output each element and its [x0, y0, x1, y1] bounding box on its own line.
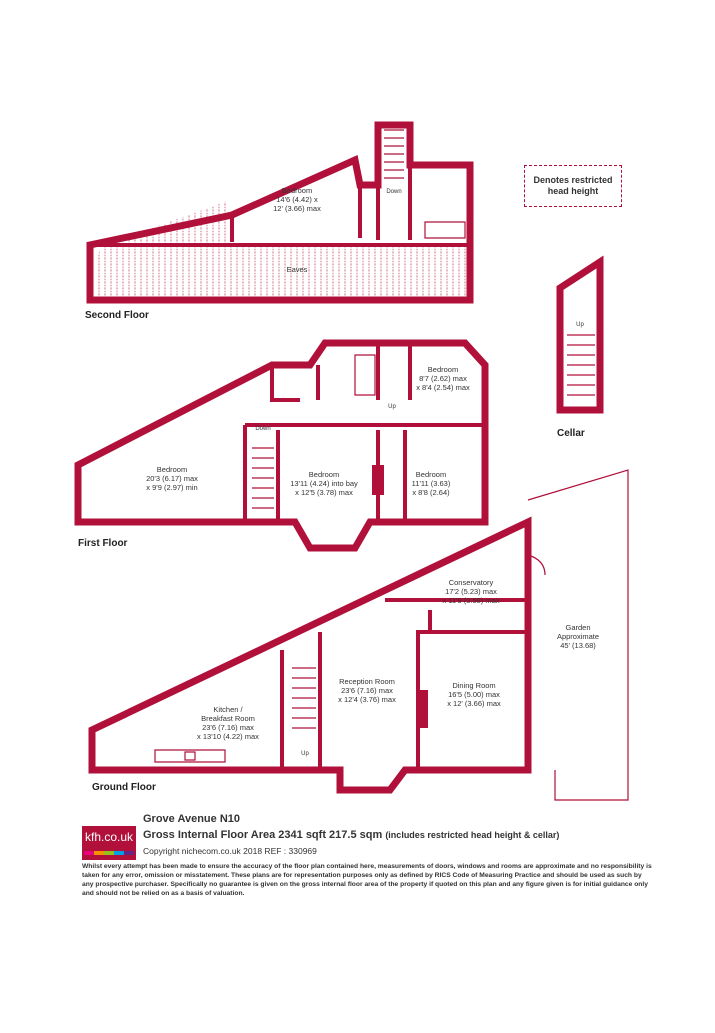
- second-floor-plan: Bedroom 14'6 (4.42) x 12' (3.66) max Eav…: [86, 121, 474, 304]
- second-bedroom-dims1: 14'6 (4.42) x: [276, 195, 318, 204]
- floor-area-text: Gross Internal Floor Area 2341 sqft 217.…: [143, 829, 383, 841]
- first-up-label: Up: [388, 404, 396, 410]
- first-bedroom-top-dims1: 8'7 (2.62) max: [419, 374, 467, 383]
- logo-bar-3: [104, 851, 114, 855]
- second-bedroom-name: Bedroom: [282, 186, 312, 195]
- first-bedroom-top-dims2: x 8'4 (2.54) max: [416, 383, 470, 392]
- floor-area-note: (includes restricted head height & cella…: [385, 830, 560, 840]
- dining-name: Dining Room: [452, 681, 495, 690]
- ground-floor-plan: Up Kitchen / Breakfast Room 23'6 (7.16) …: [88, 469, 629, 801]
- dining-dims1: 16'5 (5.00) max: [448, 690, 500, 699]
- ground-floor-stairs: [292, 667, 316, 729]
- reception-dims1: 23'6 (7.16) max: [341, 686, 393, 695]
- cellar-plan: Up: [556, 255, 604, 414]
- first-bedroom-right-dims2: x 8'8 (2.64): [412, 488, 450, 497]
- garden-name2: Approximate: [557, 632, 599, 641]
- ground-floor-label: Ground Floor: [92, 782, 156, 793]
- first-bedroom-right-name: Bedroom: [416, 470, 446, 479]
- floor-area: Gross Internal Floor Area 2341 sqft 217.…: [143, 829, 559, 841]
- reception-dims2: x 12'4 (3.76) max: [338, 695, 396, 704]
- cellar-stairs: [567, 334, 595, 396]
- logo-bar-2: [94, 851, 104, 855]
- legend-line1: Denotes restricted: [533, 175, 613, 185]
- kitchen-dims1: 23'6 (7.16) max: [202, 723, 254, 732]
- ground-up-label: Up: [301, 751, 309, 757]
- first-bedroom-left-dims2: x 9'9 (2.97) min: [146, 483, 197, 492]
- second-bedroom-dims2: 12' (3.66) max: [273, 204, 321, 213]
- second-down-label: Down: [386, 189, 401, 195]
- ground-floor-outline: [88, 516, 532, 794]
- disclaimer: Whilst every attempt has been made to en…: [82, 863, 652, 897]
- first-bedroom-mid-name: Bedroom: [309, 470, 339, 479]
- conservatory-name: Conservatory: [449, 578, 494, 587]
- conservatory-dims2: x 11'9 (3.58) max: [442, 596, 499, 605]
- first-floor-bath: [354, 354, 376, 396]
- first-chimney: [372, 465, 384, 495]
- logo-bar-5: [124, 851, 134, 855]
- first-bedroom-left-name: Bedroom: [157, 465, 187, 474]
- legend-line2: head height: [547, 186, 599, 196]
- kitchen-dims2: x 13'10 (4.22) max: [197, 732, 259, 741]
- first-floor-label: First Floor: [78, 538, 128, 549]
- first-floor-stairs: [252, 447, 274, 509]
- kitchen-sink: [154, 749, 226, 763]
- ground-chimney: [416, 690, 428, 728]
- restricted-height-legend: Denotes restricted head height: [524, 165, 622, 207]
- cellar-outline: [556, 255, 604, 414]
- dining-dims2: x 12' (3.66) max: [447, 699, 501, 708]
- logo-text: kfh.co.uk: [84, 830, 134, 844]
- first-floor-plan: Down Up Bedroom 20'3 (6.17) max x 9'9 (2…: [74, 339, 489, 552]
- first-bedroom-top-name: Bedroom: [428, 365, 458, 374]
- address: Grove Avenue N10: [143, 813, 241, 825]
- second-floor-inner-walls: [90, 165, 470, 247]
- kfh-logo: kfh.co.uk: [82, 826, 136, 860]
- second-floor-stairs: [384, 129, 404, 179]
- garden-name1: Garden: [565, 623, 590, 632]
- kitchen-name2: Breakfast Room: [201, 714, 255, 723]
- cellar-label: Cellar: [557, 428, 585, 439]
- cellar-up-label: Up: [576, 322, 584, 328]
- copyright: Copyright nichecom.co.uk 2018 REF : 3309…: [143, 846, 317, 856]
- garden-dims: 45' (13.68): [560, 641, 596, 650]
- logo-bar-4: [114, 851, 124, 855]
- second-floor-bath: [424, 221, 466, 239]
- first-bedroom-right-dims1: 11'11 (3.63): [412, 479, 451, 488]
- eaves-hatch: [90, 247, 470, 298]
- first-bedroom-mid-dims1: 13'11 (4.24) into bay: [290, 479, 358, 488]
- second-floor-label: Second Floor: [85, 310, 149, 321]
- kitchen-name1: Kitchen /: [213, 705, 243, 714]
- conservatory-dims1: 17'2 (5.23) max: [445, 587, 497, 596]
- garden-outline: [527, 469, 629, 801]
- second-floor-outline: [86, 121, 474, 304]
- conservatory-door-arc: [527, 554, 546, 576]
- logo-bar-1: [84, 851, 94, 855]
- first-bedroom-left-dims1: 20'3 (6.17) max: [146, 474, 198, 483]
- first-down-label: Down: [255, 426, 270, 432]
- first-bedroom-mid-dims2: x 12'5 (3.78) max: [295, 488, 353, 497]
- eaves-label: Eaves: [287, 265, 308, 274]
- reception-name: Reception Room: [339, 677, 395, 686]
